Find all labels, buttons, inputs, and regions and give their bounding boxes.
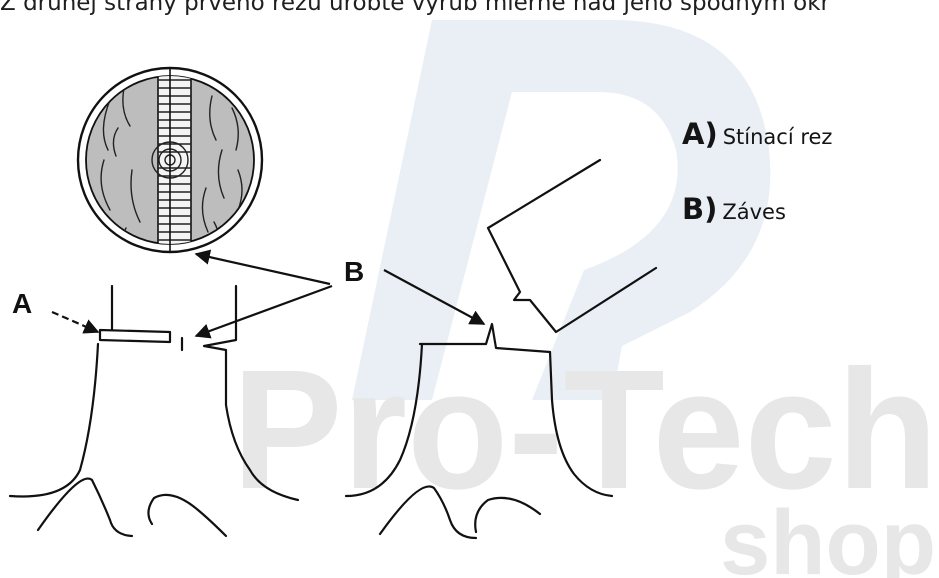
legend-text-a: Stínací rez [722, 125, 833, 149]
label-a: A [12, 288, 32, 319]
label-b: B [344, 256, 364, 287]
log-cross-section [76, 66, 264, 254]
legend-key-b: B) [682, 192, 718, 226]
arrow-b-to-left-stump [194, 284, 333, 339]
legend-key-a: A) [682, 117, 718, 151]
legend-text-b: Záves [722, 200, 786, 224]
arrow-a [51, 310, 100, 334]
watermark-shop-text: shop [720, 492, 936, 578]
watermark-logo-shape [352, 20, 771, 400]
arrow-b-to-right-stump [383, 269, 486, 325]
instruction-text: Z druhej strany prvého rezu urobte výrub… [0, 0, 830, 16]
right-stump [344, 322, 614, 540]
legend-item-a: A)Stínací rez [682, 117, 832, 151]
left-stump [8, 284, 300, 538]
legend-item-b: B)Záves [682, 192, 786, 226]
watermark-brand-text: Pro-Tech [232, 335, 938, 525]
arrows [51, 249, 486, 339]
arrow-b-to-log [194, 249, 331, 286]
falling-trunk [486, 158, 658, 334]
